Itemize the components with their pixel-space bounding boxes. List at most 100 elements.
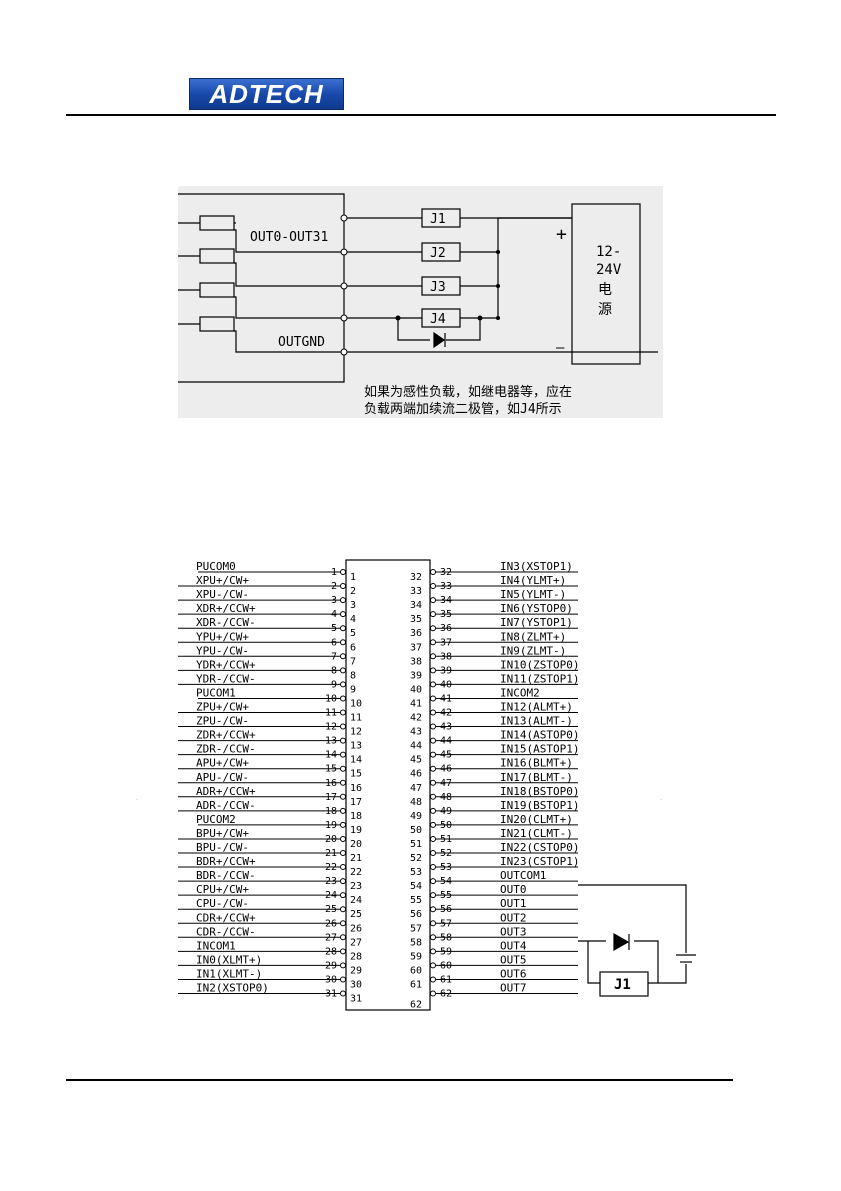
right-pin-terminal bbox=[430, 667, 436, 674]
right-pin-terminal bbox=[430, 723, 436, 730]
left-pin-number: 27 bbox=[325, 932, 337, 943]
psu-text-2: 24V bbox=[596, 262, 622, 278]
inner-left-pin-number: 6 bbox=[350, 642, 356, 653]
inner-left-pin-number: 15 bbox=[350, 769, 362, 780]
inner-right-pin-number: 33 bbox=[410, 586, 422, 597]
left-signal-label: PUCOM2 bbox=[196, 813, 236, 826]
left-pin-terminal bbox=[340, 681, 346, 688]
right-signal-label: OUTCOM1 bbox=[500, 869, 546, 882]
left-pin-number: 4 bbox=[331, 609, 337, 620]
right-pin-terminal bbox=[430, 920, 436, 927]
left-signal-label: BDR+/CCW+ bbox=[196, 855, 256, 868]
right-pin-number: 47 bbox=[440, 778, 452, 789]
inner-right-pin-number: 36 bbox=[410, 628, 422, 639]
right-pin-terminal bbox=[430, 821, 436, 828]
power-supply-box bbox=[571, 203, 641, 365]
left-pin-number: 12 bbox=[325, 722, 337, 733]
right-signal-label: IN7(YSTOP1) bbox=[500, 616, 573, 629]
right-pin-number: 58 bbox=[440, 932, 452, 943]
inner-right-pin-number: 41 bbox=[410, 698, 422, 709]
output-wiring-svg: OUT0-OUT31 OUTGND J1 J2 J3 J4 + — 12- 24… bbox=[178, 193, 658, 417]
inner-right-pin-number: 50 bbox=[410, 825, 422, 836]
left-signal-label: YDR+/CCW+ bbox=[196, 658, 256, 671]
psu-text-3: 电 bbox=[598, 282, 612, 298]
relay-j4-label: J4 bbox=[430, 312, 446, 327]
right-pin-number: 39 bbox=[440, 665, 452, 676]
left-pin-number: 28 bbox=[325, 946, 337, 957]
left-pin-terminal bbox=[340, 990, 346, 997]
relay-j3-label: J3 bbox=[430, 280, 446, 295]
left-signal-label: YPU-/CW- bbox=[196, 644, 249, 657]
right-pin-terminal bbox=[430, 597, 436, 604]
left-pin-terminal bbox=[340, 850, 346, 856]
inner-right-pin-number: 55 bbox=[410, 895, 422, 906]
adtech-logo: ADTECH bbox=[189, 78, 344, 110]
right-pin-terminal bbox=[430, 569, 436, 575]
right-pin-terminal bbox=[430, 793, 436, 800]
left-pin-terminal bbox=[340, 906, 346, 913]
inner-right-pin-number: 61 bbox=[410, 979, 422, 990]
right-pin-number: 40 bbox=[440, 679, 452, 690]
logo-text: ADTECH bbox=[209, 78, 324, 109]
right-pin-number: 62 bbox=[440, 989, 452, 1000]
right-pin-number: 38 bbox=[440, 651, 452, 662]
left-pin-terminal bbox=[340, 821, 346, 828]
left-signal-label: PUCOM0 bbox=[196, 560, 236, 573]
right-pin-number: 35 bbox=[440, 609, 452, 620]
left-pin-number: 18 bbox=[325, 806, 337, 817]
left-pin-terminal bbox=[340, 934, 346, 941]
inner-left-pin-number: 25 bbox=[350, 909, 362, 920]
inner-right-pin-number: 46 bbox=[410, 769, 422, 780]
inner-right-pin-number: 34 bbox=[410, 600, 422, 611]
left-signal-label: XDR-/CCW- bbox=[196, 616, 256, 629]
inner-right-pin-number: 39 bbox=[410, 670, 422, 681]
right-signal-label: IN11(ZSTOP1) bbox=[500, 672, 579, 685]
left-pin-terminal bbox=[340, 611, 346, 618]
right-signal-label: IN4(YLMT+) bbox=[500, 574, 566, 587]
right-signal-label: IN20(CLMT+) bbox=[500, 813, 573, 826]
right-signal-label: OUT1 bbox=[500, 897, 527, 910]
right-pin-terminal bbox=[430, 583, 436, 590]
inner-left-pin-number: 19 bbox=[350, 825, 362, 836]
left-pin-number: 31 bbox=[325, 989, 337, 1000]
left-pin-terminal bbox=[340, 765, 346, 772]
inner-right-pin-number: 60 bbox=[410, 965, 422, 976]
left-signal-label: BDR-/CCW- bbox=[196, 869, 256, 882]
inner-right-pin-number: 53 bbox=[410, 867, 422, 878]
left-pin-terminal bbox=[340, 751, 346, 758]
scan-speck-left: ˙ bbox=[136, 798, 139, 807]
right-signal-label: IN16(BLMT+) bbox=[500, 757, 573, 770]
right-signal-label: OUT5 bbox=[500, 953, 527, 966]
right-signal-label: OUT6 bbox=[500, 967, 527, 980]
left-pin-terminal bbox=[340, 864, 346, 871]
psu-text-4: 源 bbox=[598, 302, 612, 318]
right-signal-label: IN14(ASTOP0) bbox=[500, 729, 579, 742]
optocoupler-1 bbox=[199, 215, 235, 231]
right-signal-label: IN6(YSTOP0) bbox=[500, 602, 573, 615]
left-pin-number: 26 bbox=[325, 918, 337, 929]
inner-right-pin-number: 47 bbox=[410, 783, 422, 794]
right-pin-terminal bbox=[430, 807, 436, 814]
left-signal-label: ZPU-/CW- bbox=[196, 715, 249, 728]
left-pin-number: 3 bbox=[331, 595, 337, 606]
inner-right-pin-number: 54 bbox=[410, 881, 422, 892]
left-pin-number: 24 bbox=[325, 890, 337, 901]
left-pin-terminal bbox=[340, 709, 346, 716]
left-pin-terminal bbox=[340, 695, 346, 702]
right-pin-number: 61 bbox=[440, 974, 452, 985]
out-diode bbox=[613, 932, 630, 952]
right-pin-terminal bbox=[430, 948, 436, 955]
right-signal-label: IN5(YLMT-) bbox=[500, 588, 566, 601]
right-pin-number: 59 bbox=[440, 946, 452, 957]
left-signal-label: XPU+/CW+ bbox=[196, 574, 249, 587]
left-signal-label: IN1(XLMT-) bbox=[196, 967, 262, 980]
right-signal-label: IN22(CSTOP0) bbox=[500, 841, 579, 854]
left-signal-label: APU-/CW- bbox=[196, 771, 249, 784]
right-pin-terminal bbox=[430, 976, 436, 983]
inner-right-pin-number: 58 bbox=[410, 937, 422, 948]
right-pin-number: 34 bbox=[440, 595, 452, 606]
right-pin-terminal bbox=[430, 695, 436, 702]
left-pin-terminal bbox=[340, 920, 346, 927]
